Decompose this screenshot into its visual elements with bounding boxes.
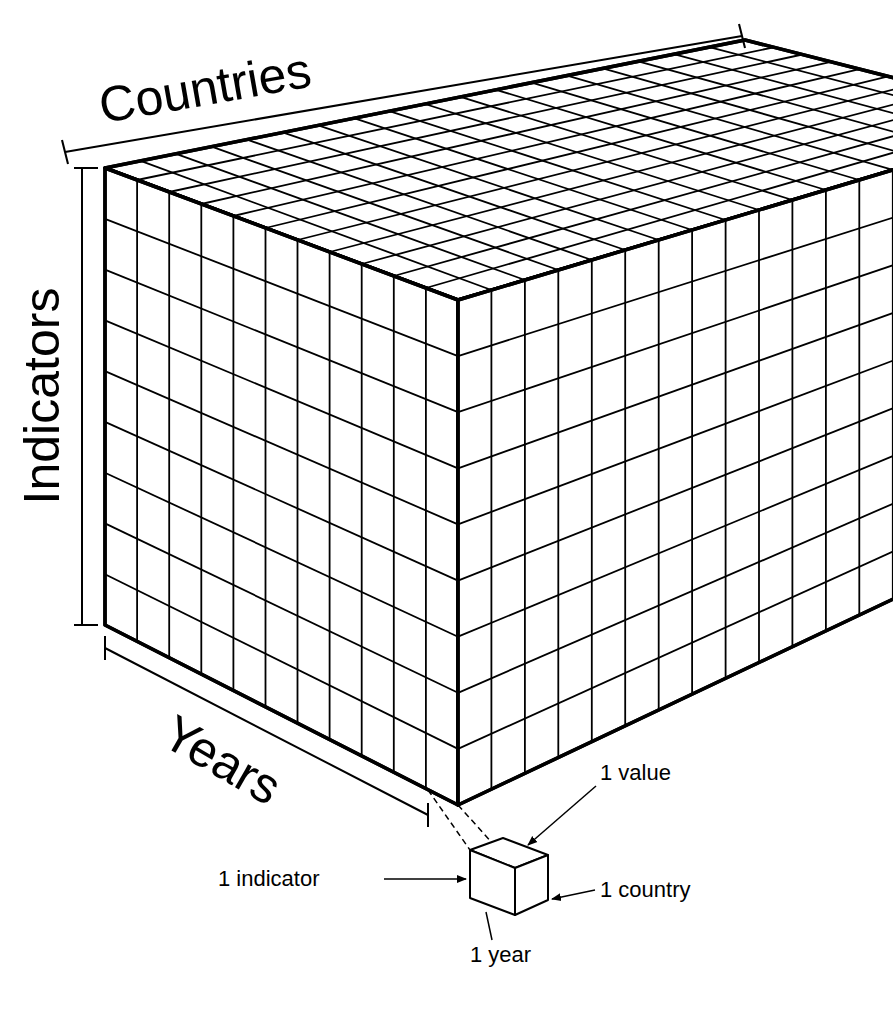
grid-line — [200, 204, 202, 674]
grid-line — [105, 219, 458, 356]
leader-arrow — [384, 878, 466, 880]
grid-line — [393, 276, 395, 772]
grid-line — [532, 83, 860, 180]
grid-line — [361, 264, 363, 756]
bracket-tick — [739, 24, 745, 48]
bracket-tick — [74, 167, 98, 169]
bracket-tick — [427, 803, 429, 827]
grid-line — [524, 280, 526, 773]
side-face — [458, 120, 893, 805]
grid-line — [858, 180, 860, 615]
callout-label: 1 year — [470, 944, 531, 966]
dimension-brackets — [62, 24, 745, 827]
grid-line — [458, 253, 893, 468]
grid-line — [496, 90, 826, 190]
cell-side — [515, 855, 548, 915]
grid-line — [725, 220, 727, 678]
grid-line — [458, 342, 893, 580]
grid-line — [105, 574, 458, 749]
grid-line — [825, 190, 827, 631]
grid-line — [425, 104, 759, 210]
cell-front — [470, 850, 515, 915]
bracket-tick — [62, 140, 68, 164]
grid-line — [329, 252, 331, 740]
leader-lines — [384, 786, 596, 940]
bracket-tick — [104, 636, 106, 660]
front-face — [105, 168, 458, 805]
axis-label: Indicators — [17, 288, 67, 505]
grid-line — [638, 61, 893, 150]
grid-line — [691, 230, 693, 694]
front-face — [105, 168, 458, 805]
grid-line — [892, 170, 893, 599]
cube-faces — [105, 40, 893, 805]
axis-label: Countries — [95, 45, 314, 131]
grid-line — [658, 240, 660, 710]
grid-line — [136, 180, 138, 641]
grid-line — [458, 298, 893, 525]
grid-line — [168, 192, 170, 658]
axis-label: Years — [155, 707, 289, 813]
grid-line — [557, 270, 559, 758]
grid-line — [105, 523, 458, 692]
grid-line — [490, 290, 492, 789]
grid-line — [232, 216, 234, 691]
grid-line — [458, 431, 893, 693]
indicators-bracket — [81, 168, 83, 625]
grid-line — [591, 260, 593, 742]
countries-bracket — [65, 36, 742, 152]
callout-label: 1 indicator — [218, 868, 320, 890]
grid-line — [458, 164, 893, 356]
dashed-line — [428, 790, 470, 850]
grid-line — [297, 240, 299, 723]
grid-line — [458, 476, 893, 749]
leader-arrow — [552, 890, 595, 899]
bracket-tick — [74, 624, 98, 626]
callout-label: 1 country — [600, 879, 691, 901]
callout-label: 1 value — [600, 762, 671, 784]
grid-line — [461, 97, 793, 200]
grid-line — [105, 270, 458, 413]
leader-arrow — [528, 786, 596, 845]
grid-line — [603, 68, 893, 160]
grid-line — [105, 473, 458, 637]
leader-line — [486, 912, 492, 940]
grid-line — [709, 47, 893, 130]
grid-line — [105, 422, 458, 581]
grid-line — [758, 210, 760, 663]
grid-line — [567, 76, 893, 170]
years-bracket — [105, 648, 428, 815]
grid-line — [425, 288, 427, 789]
grid-line — [458, 209, 893, 412]
side-face — [458, 120, 893, 805]
single-cell-cube — [470, 838, 548, 915]
grid-line — [233, 69, 859, 216]
grid-line — [624, 250, 626, 726]
grid-line — [265, 228, 267, 707]
grid-line — [792, 200, 794, 647]
